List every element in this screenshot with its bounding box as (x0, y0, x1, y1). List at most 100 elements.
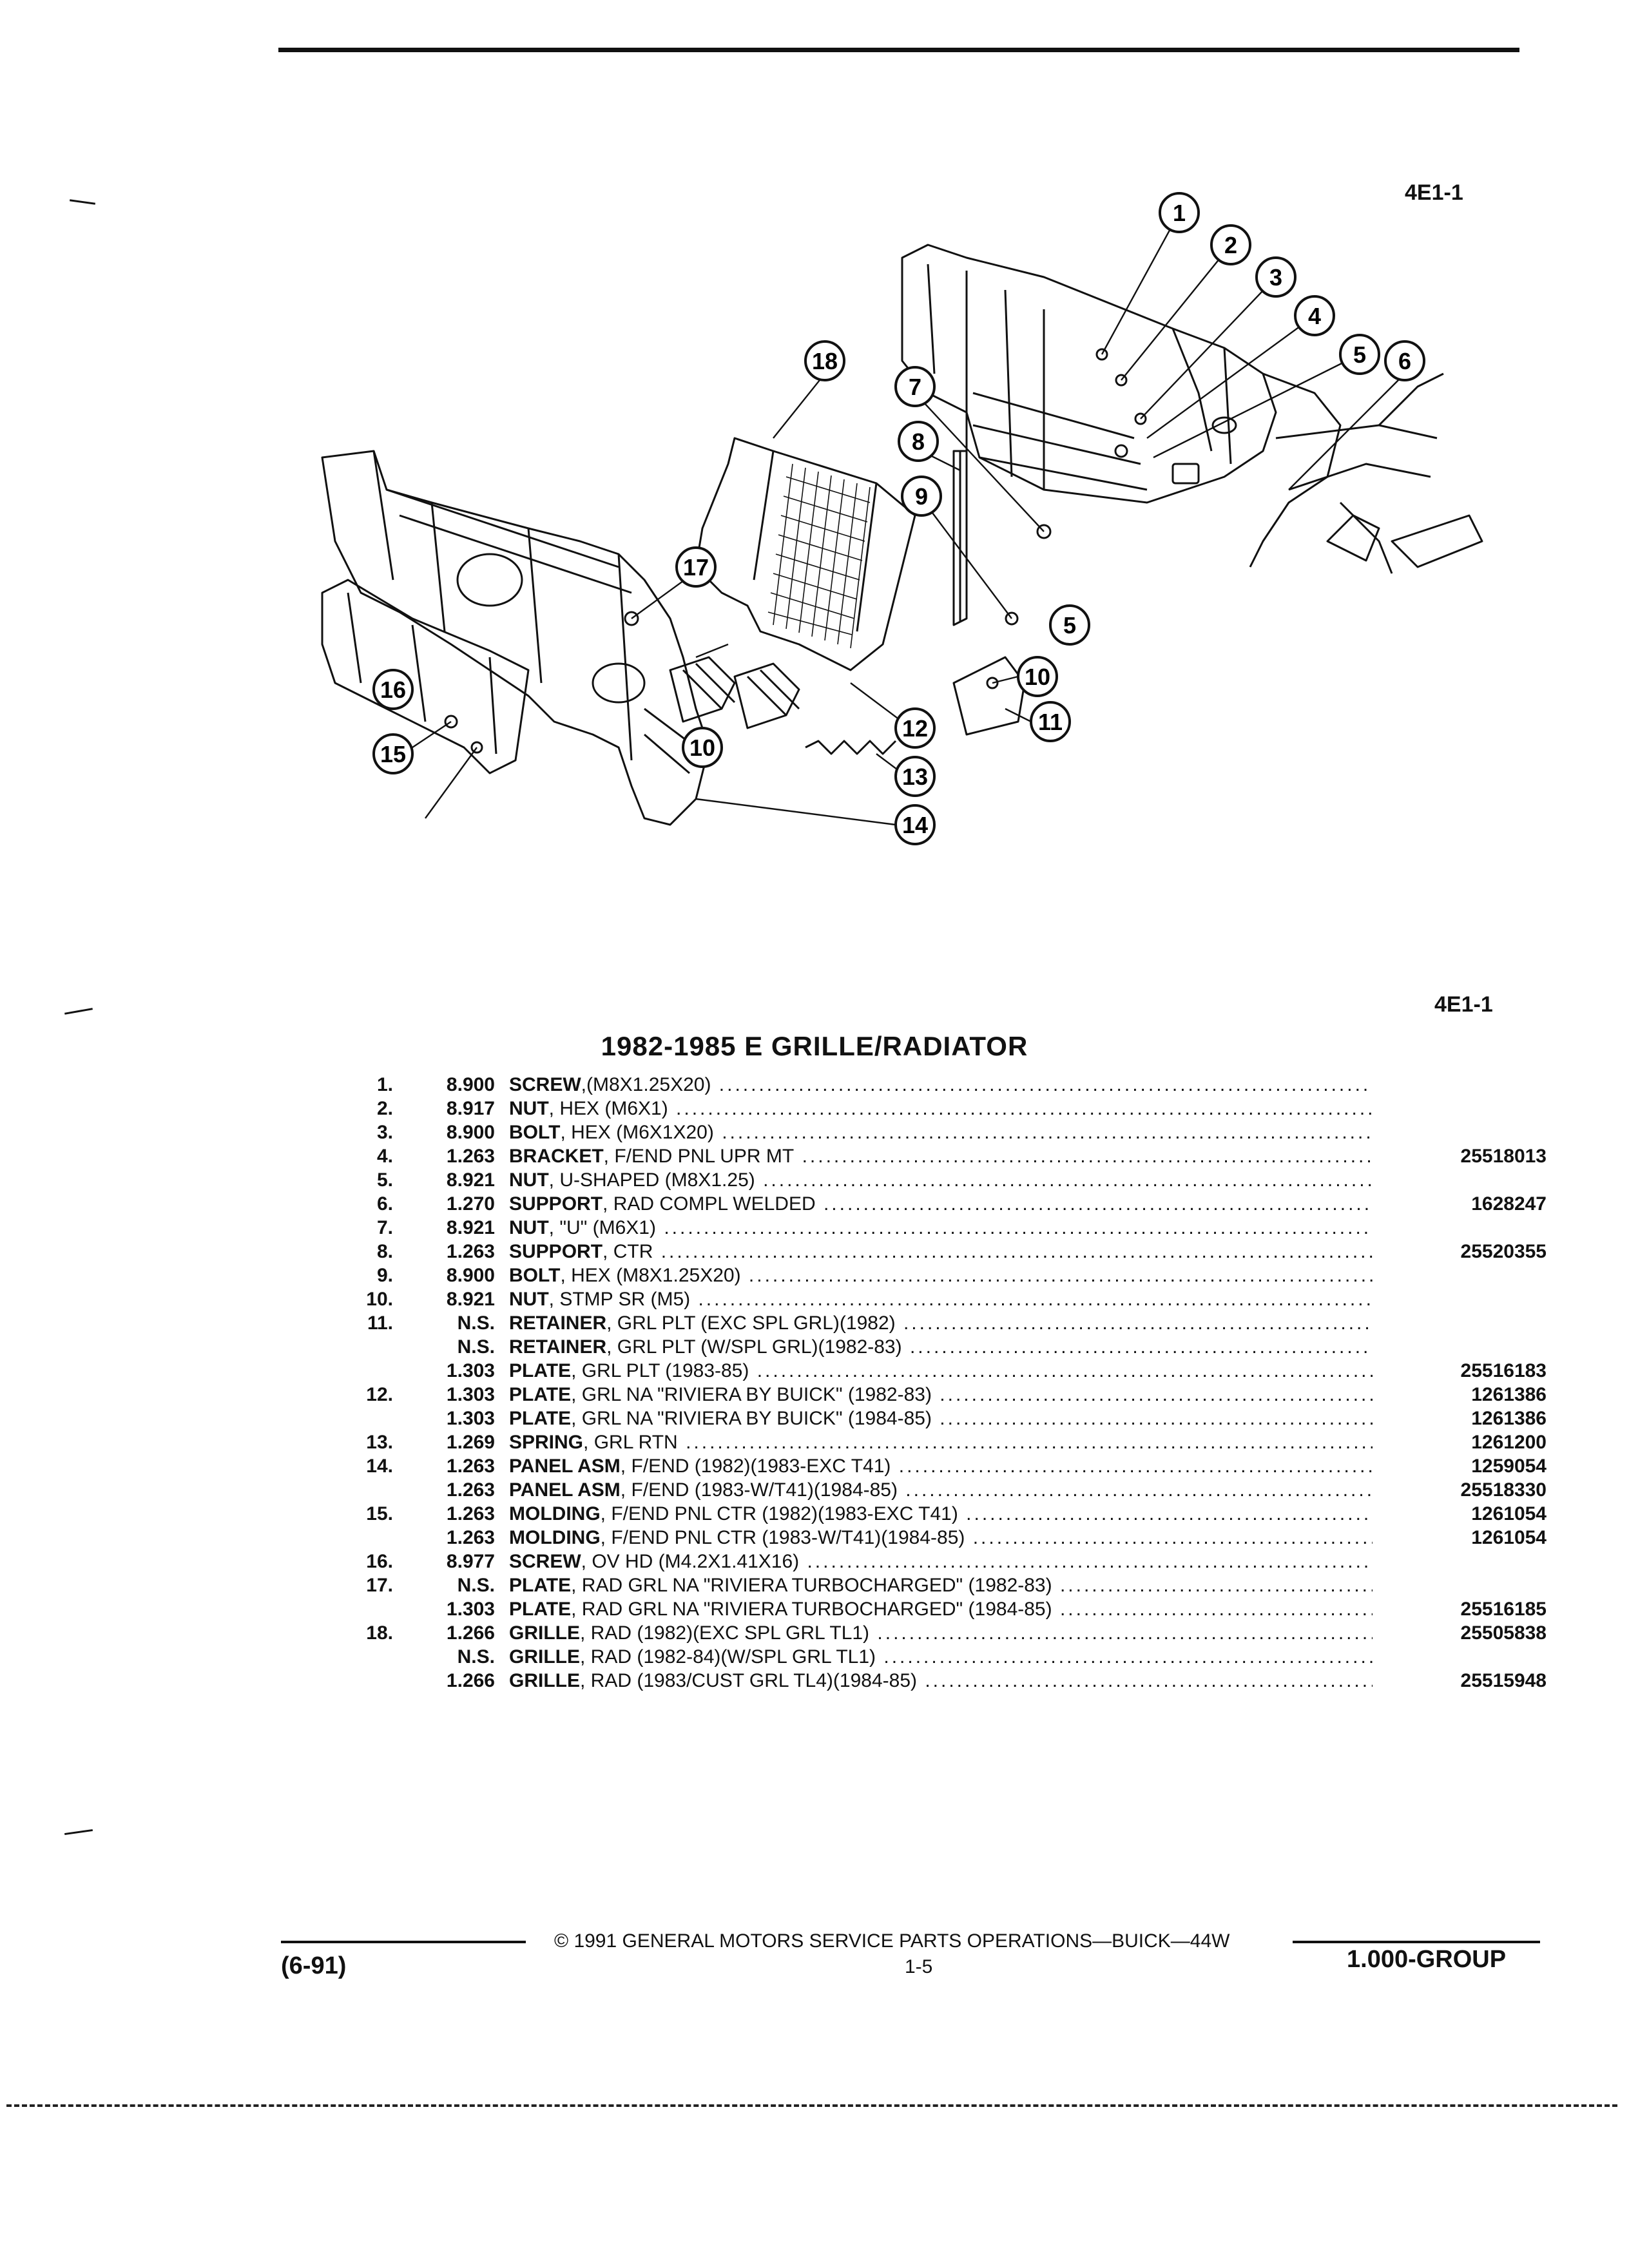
svg-text:9: 9 (915, 483, 928, 510)
part-description: NUT, "U" (M6X1) ........................… (509, 1216, 1373, 1240)
svg-text:13: 13 (902, 764, 928, 790)
part-detail: , F/END (1983-W/T41)(1984-85) (620, 1479, 898, 1501)
part-name: PLATE (509, 1599, 572, 1620)
leader-lines (412, 212, 1405, 826)
part-name: BOLT (509, 1265, 561, 1286)
leader-dots: ........................................… (972, 1527, 1373, 1548)
part-name: PANEL ASM (509, 1479, 621, 1501)
leader-dots: ........................................… (698, 1289, 1373, 1310)
callout-4: 4 (1294, 295, 1335, 336)
part-name: NUT (509, 1217, 549, 1238)
part-detail: , GRL RTN (583, 1432, 678, 1453)
part-detail: , RAD GRL NA "RIVIERA TURBOCHARGED" (198… (571, 1599, 1052, 1620)
top-rule (278, 48, 1519, 52)
item-number: 16. (366, 1551, 393, 1572)
leader-dots: ........................................… (966, 1503, 1373, 1524)
svg-text:16: 16 (380, 677, 406, 703)
leader-dots: ........................................… (807, 1551, 1373, 1572)
leader-dots: ........................................… (676, 1098, 1373, 1119)
callout-5: 5 (1339, 334, 1380, 375)
part-name: SUPPORT (509, 1193, 603, 1215)
part-description: NUT, STMP SR (M5) ......................… (509, 1287, 1373, 1311)
part-detail: , RAD (1982)(EXC SPL GRL TL1) (580, 1622, 870, 1644)
group-number: 1.303 (446, 1384, 495, 1405)
part-number: 25505838 (1460, 1622, 1547, 1644)
callout-1: 1 (1159, 192, 1200, 233)
svg-text:8: 8 (912, 428, 925, 455)
group-number: 1.263 (446, 1241, 495, 1262)
part-description: SCREW, OV HD (M4.2X1.41X16) ............… (509, 1550, 1373, 1573)
part-number: 25518013 (1460, 1146, 1547, 1167)
group-number: N.S. (457, 1646, 495, 1667)
center-support-drawing (952, 450, 968, 626)
leader-dots: ........................................… (877, 1622, 1373, 1644)
part-name: SPRING (509, 1432, 584, 1453)
part-name: RETAINER (509, 1336, 607, 1358)
callout-5b: 5 (1049, 604, 1090, 646)
grille-drawing (695, 437, 916, 671)
part-description: SUPPORT, CTR ...........................… (509, 1240, 1373, 1264)
part-description: PANEL ASM, F/END (1983-W/T41)(1984-85) .… (509, 1478, 1373, 1502)
part-name: NUT (509, 1289, 549, 1310)
part-name: SCREW (509, 1551, 581, 1572)
bottom-dashed-rule (6, 2104, 1617, 2107)
callout-13: 13 (894, 756, 936, 797)
part-number: 25516185 (1460, 1599, 1547, 1620)
radiator-support-drawing (901, 244, 1483, 574)
part-description: PLATE, RAD GRL NA "RIVIERA TURBOCHARGED"… (509, 1597, 1373, 1621)
part-name: BRACKET (509, 1146, 604, 1167)
part-detail: , RAD GRL NA "RIVIERA TURBOCHARGED" (198… (571, 1575, 1052, 1596)
part-name: PLATE (509, 1575, 572, 1596)
part-description: BOLT, HEX (M8X1.25X20) .................… (509, 1264, 1373, 1287)
group-number: N.S. (457, 1312, 495, 1334)
item-number: 17. (366, 1575, 393, 1596)
callout-15: 15 (372, 733, 414, 774)
callout-8: 8 (898, 421, 939, 462)
small-parts-drawing (444, 348, 1147, 755)
group-number: N.S. (457, 1336, 495, 1358)
table-row: 17.N.S.PLATE, RAD GRL NA "RIVIERA TURBOC… (322, 1573, 1547, 1597)
part-detail: , "U" (M6X1) (548, 1217, 656, 1238)
leader-dots: ........................................… (757, 1360, 1373, 1381)
leader-dots: ........................................… (718, 1074, 1373, 1095)
group-number: 1.263 (446, 1479, 495, 1501)
svg-text:17: 17 (683, 554, 709, 581)
part-name: GRILLE (509, 1622, 580, 1644)
callout-9: 9 (901, 476, 942, 517)
part-description: GRILLE, RAD (1983/CUST GRL TL4)(1984-85)… (509, 1669, 1373, 1693)
item-number: 2. (376, 1098, 393, 1119)
item-number: 3. (376, 1122, 393, 1143)
part-detail: , GRL PLT (EXC SPL GRL)(1982) (606, 1312, 896, 1334)
item-number: 4. (376, 1146, 393, 1167)
part-description: PLATE, GRL PLT (1983-85) ...............… (509, 1359, 1373, 1383)
leader-dots: ........................................… (883, 1646, 1373, 1667)
leader-dots: ........................................… (1059, 1575, 1373, 1596)
part-description: GRILLE, RAD (1982)(EXC SPL GRL TL1) ....… (509, 1621, 1373, 1645)
table-row: N.S.RETAINER, GRL PLT (W/SPL GRL)(1982-8… (322, 1335, 1547, 1359)
table-row: N.S.GRILLE, RAD (1982-84)(W/SPL GRL TL1)… (322, 1645, 1547, 1669)
svg-text:12: 12 (902, 715, 928, 742)
part-name: PLATE (509, 1384, 572, 1405)
group-number: 8.900 (446, 1265, 495, 1286)
group-number: 1.269 (446, 1432, 495, 1453)
callout-14: 14 (894, 804, 936, 845)
margin-mark (64, 1008, 93, 1015)
part-description: PLATE, RAD GRL NA "RIVIERA TURBOCHARGED"… (509, 1573, 1373, 1597)
leader-dots: ........................................… (763, 1169, 1373, 1191)
part-name: MOLDING (509, 1527, 601, 1548)
part-detail: , F/END PNL CTR (1983-W/T41)(1984-85) (600, 1527, 965, 1548)
leader-dots: ........................................… (722, 1122, 1373, 1143)
callout-10b: 10 (1017, 656, 1058, 697)
